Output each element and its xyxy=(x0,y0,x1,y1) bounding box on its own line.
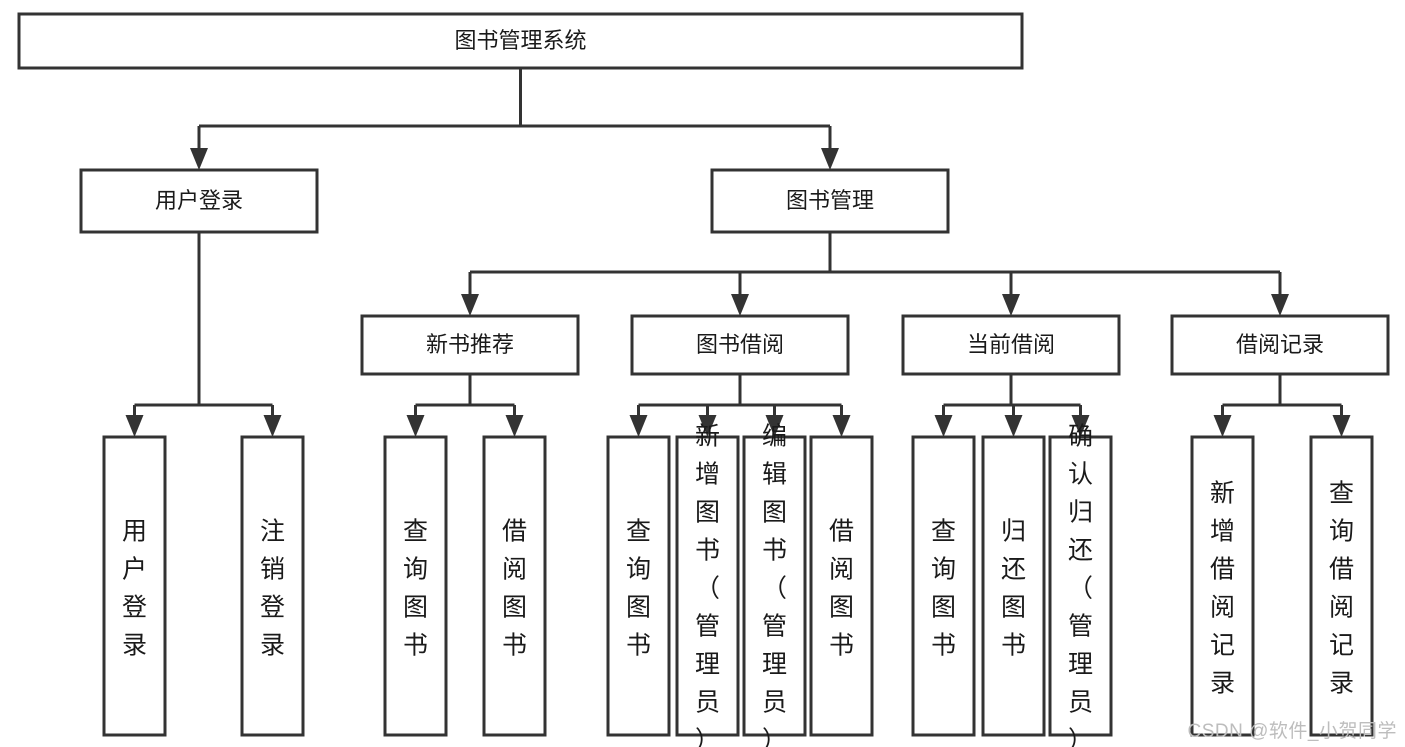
connector-group-book-borrow xyxy=(629,374,851,437)
arrow-head-icon xyxy=(731,294,749,316)
node-box xyxy=(360,314,580,376)
arrow-head-icon xyxy=(1004,415,1023,437)
node-box xyxy=(981,435,1046,737)
arrow-head-icon xyxy=(629,415,648,437)
node-box xyxy=(1190,435,1255,737)
node-label: 图书管理 xyxy=(786,188,874,213)
node-root-root[interactable]: 图书管理系统 xyxy=(17,12,1024,70)
node-label: 查询图书 xyxy=(626,518,651,660)
connector-group-new-book-recommend xyxy=(406,374,524,437)
watermark: CSDN @软件_小贺同学 xyxy=(1187,721,1397,742)
node-box xyxy=(1048,435,1113,737)
node-borrow-records[interactable]: 借阅记录 xyxy=(1170,314,1390,376)
node-book-borrow[interactable]: 图书借阅 xyxy=(630,314,850,376)
node-box xyxy=(240,435,305,737)
node-leaf-user-login[interactable]: 用户登录 xyxy=(102,435,167,737)
node-label: 编辑图书（管理员） xyxy=(762,423,787,747)
node-label: 归还图书 xyxy=(1001,518,1026,660)
node-box xyxy=(1170,314,1390,376)
node-leaf-return-book[interactable]: 归还图书 xyxy=(981,435,1046,737)
arrow-head-icon xyxy=(1332,415,1351,437)
node-label: 用户登录 xyxy=(155,188,243,213)
node-leaf-query-book-new[interactable]: 查询图书 xyxy=(383,435,448,737)
arrow-head-icon xyxy=(832,415,851,437)
node-box xyxy=(606,435,671,737)
node-box xyxy=(675,435,740,737)
arrow-head-icon xyxy=(461,294,479,316)
node-user-login[interactable]: 用户登录 xyxy=(79,168,319,234)
node-book-management[interactable]: 图书管理 xyxy=(710,168,950,234)
node-box xyxy=(383,435,448,737)
node-label: 注销登录 xyxy=(260,518,285,660)
node-leaf-borrow-book[interactable]: 借阅图书 xyxy=(809,435,874,737)
arrow-head-icon xyxy=(505,415,524,437)
node-leaf-confirm-return-admin[interactable]: 确认归还（管理员） xyxy=(1048,423,1113,747)
arrow-head-icon xyxy=(1271,294,1289,316)
node-label: 图书管理系统 xyxy=(454,28,586,53)
node-leaf-edit-book-admin[interactable]: 编辑图书（管理员） xyxy=(742,423,807,747)
node-box xyxy=(482,435,547,737)
arrow-head-icon xyxy=(406,415,425,437)
connector-group-user-login xyxy=(125,232,282,437)
node-box xyxy=(901,314,1121,376)
arrow-head-icon xyxy=(698,415,717,437)
node-box xyxy=(630,314,850,376)
node-label: 新增借阅记录 xyxy=(1210,480,1235,698)
node-box xyxy=(710,168,950,234)
node-label: 用户登录 xyxy=(122,518,147,660)
connector-group-root xyxy=(190,68,839,170)
node-label: 查询借阅记录 xyxy=(1329,480,1354,698)
node-layer: 图书管理系统用户登录图书管理新书推荐图书借阅当前借阅借阅记录用户登录注销登录查询… xyxy=(17,12,1390,747)
node-label: 当前借阅 xyxy=(967,332,1055,357)
arrow-head-icon xyxy=(1002,294,1020,316)
node-leaf-borrow-book-new[interactable]: 借阅图书 xyxy=(482,435,547,737)
node-box xyxy=(102,435,167,737)
arrow-head-icon xyxy=(263,415,282,437)
node-leaf-query-book-current[interactable]: 查询图书 xyxy=(911,435,976,737)
arrow-head-icon xyxy=(934,415,953,437)
connector-group-borrow-records xyxy=(1213,374,1351,437)
node-leaf-add-book-admin[interactable]: 新增图书（管理员） xyxy=(675,423,740,747)
node-current-borrow[interactable]: 当前借阅 xyxy=(901,314,1121,376)
connector-group-book-management xyxy=(461,232,1289,316)
node-new-book-recommend[interactable]: 新书推荐 xyxy=(360,314,580,376)
node-label: 查询图书 xyxy=(403,518,428,660)
node-box xyxy=(911,435,976,737)
node-leaf-query-book-borrow[interactable]: 查询图书 xyxy=(606,435,671,737)
node-box xyxy=(79,168,319,234)
node-label: 借阅记录 xyxy=(1236,332,1324,357)
arrow-head-icon xyxy=(765,415,784,437)
node-leaf-query-borrow-record[interactable]: 查询借阅记录 xyxy=(1309,435,1374,737)
node-box xyxy=(742,435,807,737)
node-label: 新增图书（管理员） xyxy=(695,423,720,747)
node-label: 借阅图书 xyxy=(829,518,854,660)
node-label: 查询图书 xyxy=(931,518,956,660)
arrow-head-icon xyxy=(1213,415,1232,437)
node-label: 借阅图书 xyxy=(502,518,527,660)
node-label: 新书推荐 xyxy=(426,332,514,357)
node-box xyxy=(1309,435,1374,737)
node-label: 确认归还（管理员） xyxy=(1068,423,1093,747)
node-leaf-logout[interactable]: 注销登录 xyxy=(240,435,305,737)
node-box xyxy=(17,12,1024,70)
connector-group-current-borrow xyxy=(934,374,1090,437)
connector-layer xyxy=(125,68,1351,437)
arrow-head-icon xyxy=(190,148,208,170)
arrow-head-icon xyxy=(821,148,839,170)
node-leaf-add-borrow-record[interactable]: 新增借阅记录 xyxy=(1190,435,1255,737)
arrow-head-icon xyxy=(125,415,144,437)
node-box xyxy=(809,435,874,737)
arrow-head-icon xyxy=(1071,415,1090,437)
node-label: 图书借阅 xyxy=(696,332,784,357)
